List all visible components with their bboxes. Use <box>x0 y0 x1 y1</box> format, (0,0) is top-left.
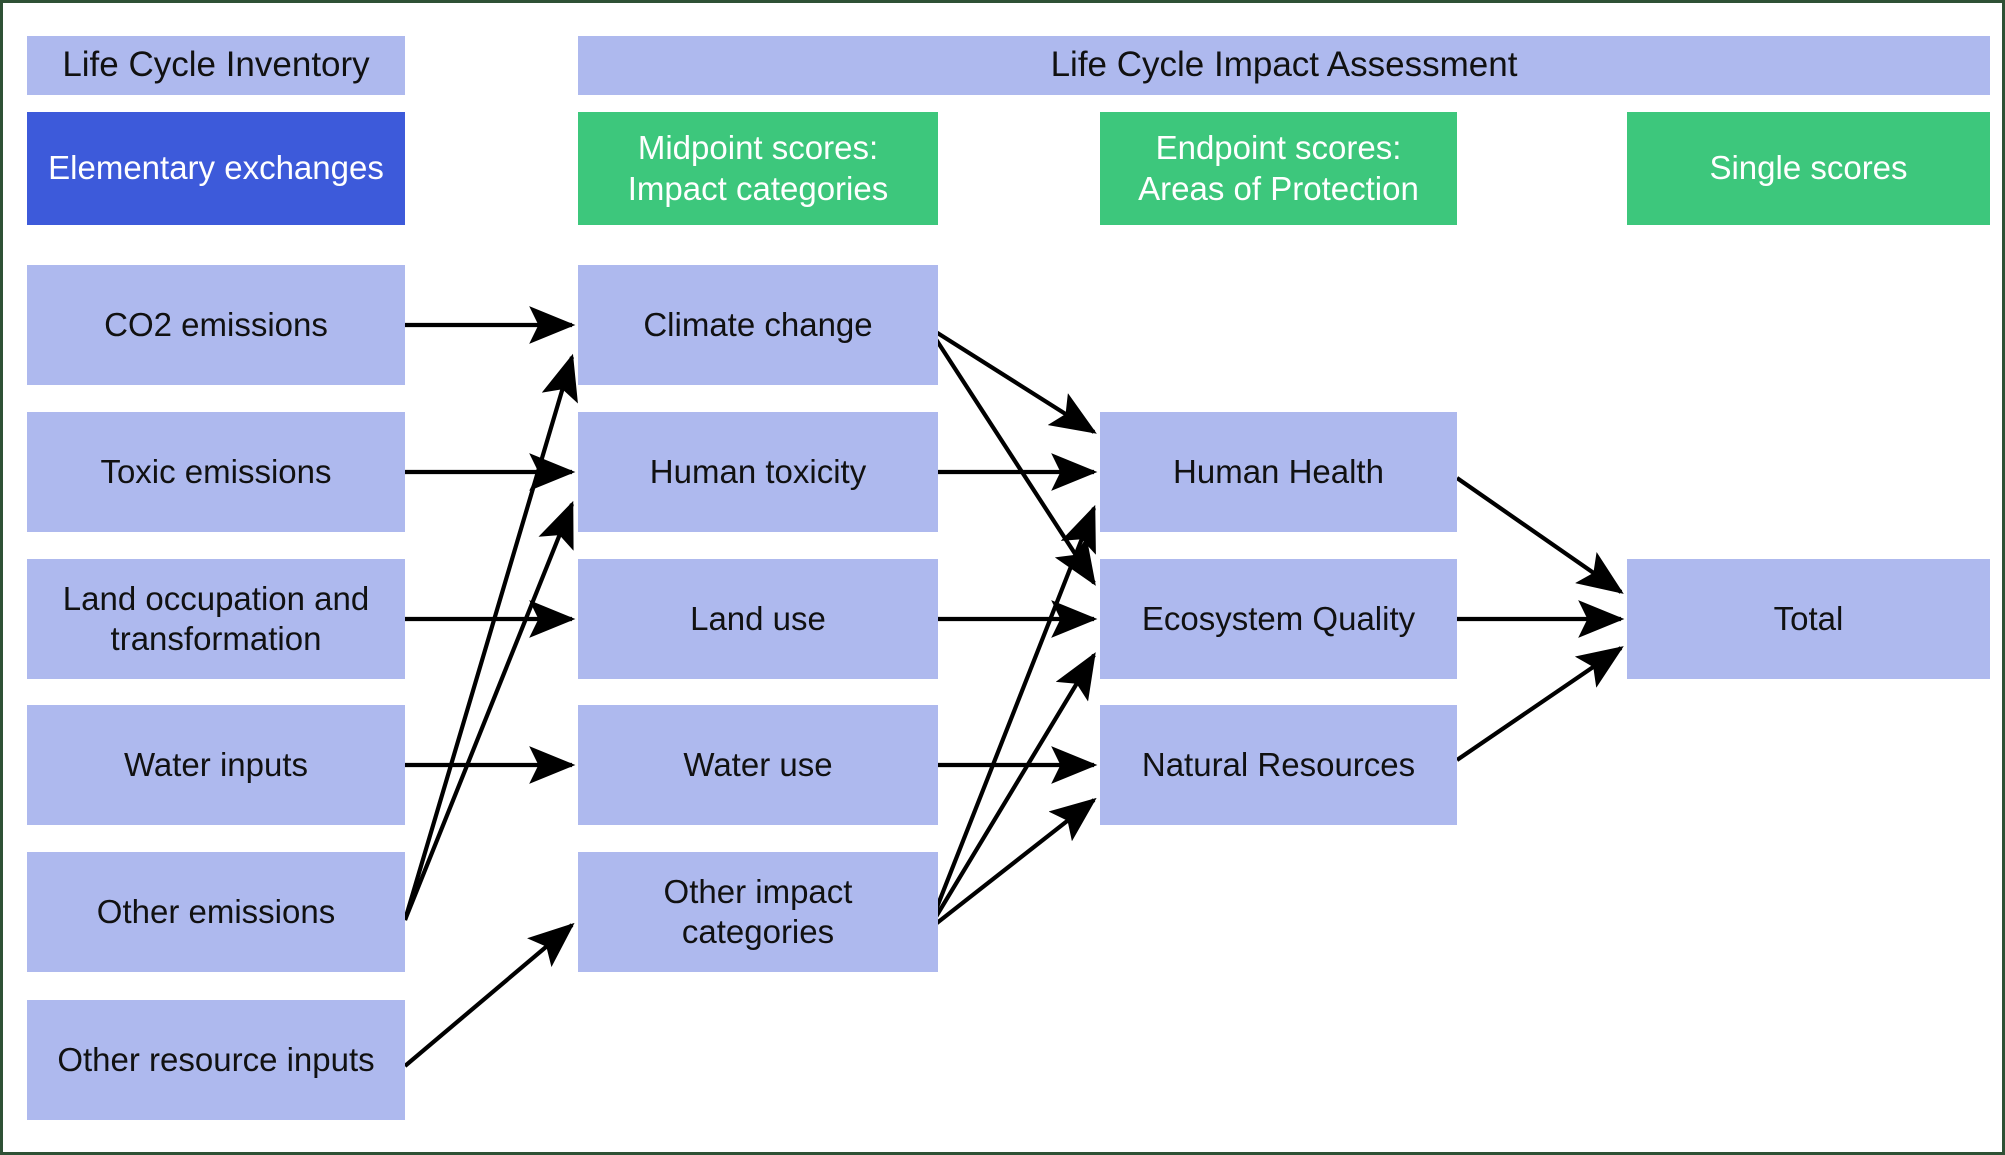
node-climate-change[interactable]: Climate change <box>578 265 938 385</box>
left-border-rule <box>0 0 3 1155</box>
node-total[interactable]: Total <box>1627 559 1990 679</box>
stage-label-single-scores: Single scores <box>1627 112 1990 225</box>
node-co2-emissions[interactable]: CO2 emissions <box>27 265 405 385</box>
bottom-border-rule <box>0 1152 2005 1155</box>
node-land-use[interactable]: Land use <box>578 559 938 679</box>
node-human-health[interactable]: Human Health <box>1100 412 1457 532</box>
node-other-impact-categories[interactable]: Other impact categories <box>578 852 938 972</box>
node-ecosystem-quality[interactable]: Ecosystem Quality <box>1100 559 1457 679</box>
arrow-other-emissions-to-human-toxicity <box>403 500 574 921</box>
node-water-use[interactable]: Water use <box>578 705 938 825</box>
arrow-climate-to-human-health <box>926 325 1097 434</box>
stage-label-endpoint-scores: Endpoint scores: Areas of Protection <box>1100 112 1457 225</box>
arrow-natural-resources-to-total <box>1455 646 1624 762</box>
arrow-climate-to-ecosystem <box>926 325 1096 586</box>
node-other-resource-inputs[interactable]: Other resource inputs <box>27 1000 405 1120</box>
node-water-inputs[interactable]: Water inputs <box>27 705 405 825</box>
stage-label-elementary-exchanges: Elementary exchanges <box>27 112 405 225</box>
node-human-toxicity[interactable]: Human toxicity <box>578 412 938 532</box>
node-other-emissions[interactable]: Other emissions <box>27 852 405 972</box>
arrow-other-impacts-to-resources <box>926 797 1097 932</box>
top-border-rule <box>0 0 2005 3</box>
node-natural-resources[interactable]: Natural Resources <box>1100 705 1457 825</box>
header-band-life-cycle-impact-assessment: Life Cycle Impact Assessment <box>578 36 1990 95</box>
arrow-other-impacts-to-health <box>926 504 1096 931</box>
right-border-rule <box>2002 0 2005 1155</box>
arrow-other-impacts-to-ecosystem <box>926 652 1096 932</box>
node-land-occupation-and-transformation[interactable]: Land occupation and transformation <box>27 559 405 679</box>
header-band-life-cycle-inventory: Life Cycle Inventory <box>27 36 405 95</box>
arrow-other-resources-to-other-impacts <box>403 922 575 1068</box>
stage-label-midpoint-scores: Midpoint scores: Impact categories <box>578 112 938 225</box>
arrow-human-health-to-total <box>1455 476 1624 594</box>
arrow-other-emissions-to-climate <box>402 353 578 921</box>
node-toxic-emissions[interactable]: Toxic emissions <box>27 412 405 532</box>
